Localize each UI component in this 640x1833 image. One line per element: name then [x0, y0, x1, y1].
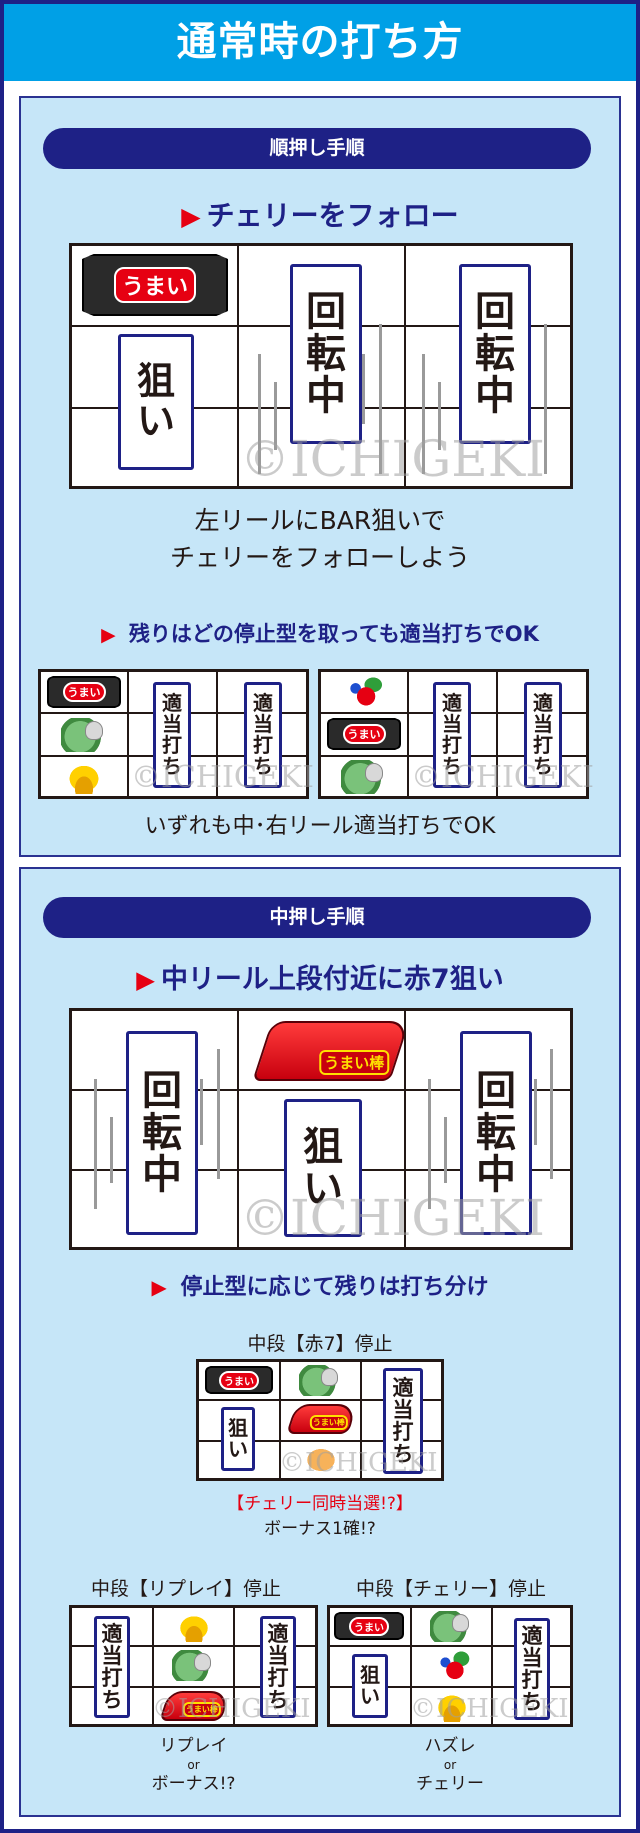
- reel-diagram-sequential: うまい 狙い 回転中 回転中 ©ICHIGEKI: [69, 243, 573, 489]
- section-pill-sequential: 順押し手順: [43, 128, 591, 169]
- red-seven-icon: うまい棒: [252, 1021, 410, 1081]
- replay-icon: [299, 1365, 343, 1396]
- bell-icon: [432, 1690, 472, 1722]
- cookie-icon: [301, 1444, 341, 1476]
- case-red7-note: ボーナス1確!?: [264, 1519, 376, 1539]
- section-sequential-press: 順押し手順 ▶チェリーをフォロー うまい 狙い 回転中: [19, 96, 621, 857]
- random-hit-badge: 適当打ち: [524, 682, 562, 788]
- target-badge-left: 狙い: [118, 334, 194, 470]
- mini-reel-red7: うまい 狙い うまい棒 適当打ち ©ICHIGEKI: [196, 1359, 444, 1481]
- random-hit-badge: 適当打ち: [433, 682, 471, 788]
- random-hit-badge: 適当打ち: [514, 1618, 550, 1720]
- bell-icon: [174, 1611, 214, 1642]
- section1-subheading: ▶ 残りはどの停止型を取っても適当打ちでOK: [101, 622, 539, 646]
- case-cherry-title: 中段【チェリー】停止: [355, 1578, 546, 1600]
- replay-icon: [61, 718, 109, 752]
- section1-heading: ▶チェリーをフォロー: [181, 199, 459, 232]
- spinning-badge-left: 回転中: [126, 1031, 198, 1235]
- target-badge-center: 狙い: [284, 1099, 362, 1237]
- section2-subheading: ▶ 停止型に応じて残りは打ち分け: [151, 1275, 489, 1300]
- replay-icon: [430, 1611, 474, 1642]
- random-hit-badge: 適当打ち: [383, 1368, 423, 1474]
- section-center-press: 中押し手順 ▶中リール上段付近に赤7狙い 回転中 うまい棒 狙い: [19, 867, 621, 1817]
- target-badge-left: 狙い: [352, 1654, 388, 1718]
- mini-reels-caption: いずれも中･右リール適当打ちでOK: [144, 814, 496, 839]
- bar-candy-icon: うまい: [205, 1366, 273, 1394]
- mini-reel-pattern-a: うまい 適当打ち 適当打ち ©ICHIGEKI: [38, 669, 314, 799]
- case-replay-title: 中段【リプレイ】停止: [90, 1578, 281, 1600]
- mini-reel-replay: 適当打ち うまい棒 適当打ち ©ICHIGEKI: [69, 1605, 318, 1727]
- random-hit-badge: 適当打ち: [244, 682, 282, 788]
- random-hit-badge: 適当打ち: [260, 1616, 296, 1718]
- spinning-badge-right: 回転中: [460, 1031, 532, 1235]
- random-hit-badge: 適当打ち: [153, 682, 191, 788]
- section1-caption: 左リールにBAR狙いで チェリーをフォローしよう: [169, 506, 470, 572]
- bar-candy-icon: うまい: [327, 718, 401, 750]
- red-triangle-icon: ▶: [151, 1276, 167, 1299]
- spinning-badge-right: 回転中: [459, 264, 531, 444]
- case-red7-title: 中段【赤7】停止: [247, 1333, 393, 1355]
- reel-diagram-center: 回転中 うまい棒 狙い 回転中 ©ICHIGEKI: [69, 1008, 573, 1250]
- red-triangle-icon: ▶: [181, 202, 201, 231]
- replay-icon: [172, 1650, 216, 1681]
- section2-heading: ▶中リール上段付近に赤7狙い: [136, 964, 504, 995]
- page-frame: 通常時の打ち方 順押し手順 ▶チェリーをフォロー うまい 狙い 回転中: [4, 4, 636, 1829]
- red-seven-icon: うまい棒: [286, 1404, 358, 1434]
- red-triangle-icon: ▶: [136, 965, 155, 994]
- case-replay-result: リプレイ or ボーナス!?: [151, 1736, 236, 1794]
- bell-icon: [63, 760, 105, 794]
- target-badge-left: 狙い: [221, 1407, 255, 1471]
- section-pill-center: 中押し手順: [43, 897, 591, 938]
- red-seven-icon: うまい棒: [159, 1691, 231, 1721]
- cherry-icon: [434, 1648, 472, 1684]
- case-cherry-result: ハズレ or チェリー: [416, 1736, 484, 1794]
- case-red7-note-red: 【チェリー同時当選!?】: [227, 1494, 413, 1514]
- bar-candy-icon: うまい: [82, 254, 228, 316]
- cherry-icon: [343, 674, 385, 710]
- red-triangle-icon: ▶: [101, 624, 116, 646]
- mini-reel-cherry: うまい 狙い 適当打ち ©ICHIGEKI: [327, 1605, 573, 1727]
- page-title: 通常時の打ち方: [4, 4, 636, 81]
- bar-candy-icon: うまい: [47, 676, 121, 708]
- mini-reel-pattern-b: うまい 適当打ち 適当打ち ©ICHIGEKI: [318, 669, 594, 799]
- spinning-badge-center: 回転中: [290, 264, 362, 444]
- bar-candy-icon: うまい: [334, 1612, 404, 1640]
- replay-icon: [341, 760, 389, 794]
- random-hit-badge: 適当打ち: [94, 1616, 130, 1718]
